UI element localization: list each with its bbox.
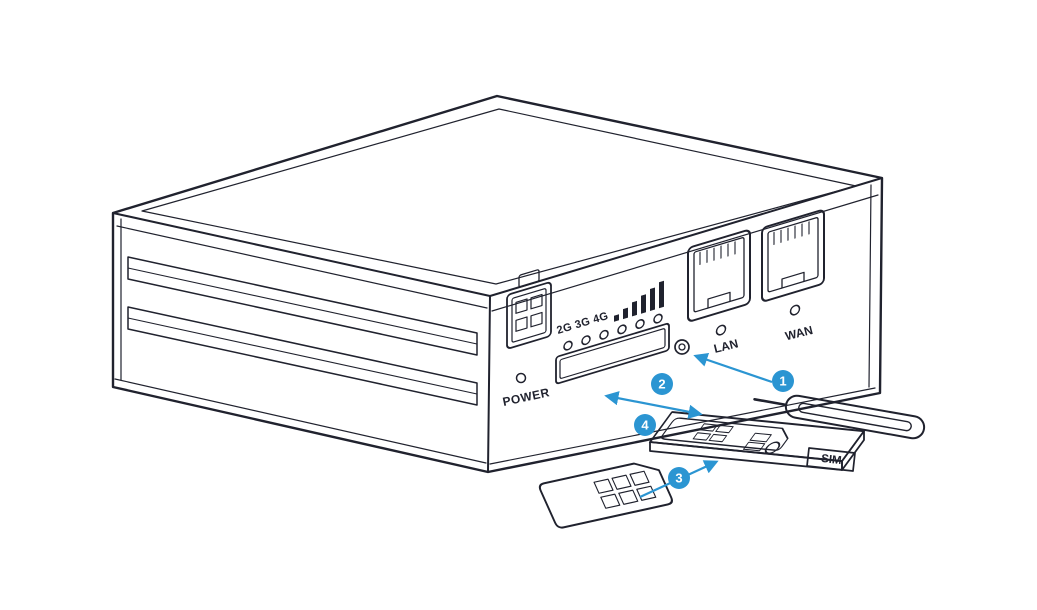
lan-port-inner bbox=[693, 237, 745, 313]
lan-led bbox=[715, 324, 727, 336]
sim-contact-pad bbox=[611, 474, 632, 490]
signal-led bbox=[581, 335, 591, 346]
sim-contact-pad bbox=[593, 478, 614, 494]
edge-top-left bbox=[112, 212, 491, 297]
sim-card bbox=[538, 462, 673, 529]
eject-hole bbox=[674, 339, 690, 355]
power-pin bbox=[515, 298, 528, 314]
lan-port bbox=[687, 229, 751, 336]
sim-tray-hole bbox=[764, 441, 781, 455]
step-4-number: 4 bbox=[641, 418, 649, 433]
eject-tool-pin bbox=[753, 397, 788, 407]
power-connector-inner bbox=[511, 288, 547, 343]
sim-card-outline bbox=[538, 462, 673, 529]
wan-led bbox=[789, 304, 801, 316]
step-1-badge bbox=[772, 370, 794, 392]
step-annotations: 1 2 3 4 bbox=[604, 352, 794, 498]
sim-tray-contact-window bbox=[749, 432, 772, 443]
vent-groove-line bbox=[127, 317, 478, 395]
arrow-tray-in-out bbox=[604, 391, 703, 419]
top-face-bevel bbox=[141, 108, 857, 285]
signal-bar bbox=[623, 307, 628, 320]
signal-bar bbox=[659, 280, 664, 309]
sim-tray-recess bbox=[661, 417, 789, 451]
signal-led bbox=[635, 319, 645, 329]
router-body bbox=[111, 94, 884, 474]
signal-bar bbox=[650, 287, 655, 311]
sim-contact-pad bbox=[629, 470, 650, 486]
eject-hole-inner bbox=[678, 343, 686, 351]
sim-tray: SIM bbox=[648, 411, 866, 472]
sim-card-contacts bbox=[593, 470, 657, 509]
front-bottom-chamfer bbox=[489, 387, 876, 465]
power-connector-outline bbox=[506, 281, 552, 349]
sim-tray-label: SIM bbox=[821, 453, 843, 467]
sim-tray-handle bbox=[806, 447, 856, 472]
sim-tray-contact-window bbox=[699, 423, 718, 432]
sim-contact-pad bbox=[600, 493, 621, 509]
signal-indicator bbox=[563, 280, 664, 351]
left-top-chamfer bbox=[116, 225, 488, 309]
sim-slot bbox=[555, 322, 670, 385]
signal-bar bbox=[632, 300, 637, 317]
vent-groove bbox=[127, 256, 478, 356]
step-3-badge bbox=[668, 467, 690, 489]
router-outline bbox=[111, 94, 884, 474]
signal-led bbox=[599, 329, 609, 340]
signal-led bbox=[653, 313, 663, 324]
signal-led bbox=[563, 340, 573, 351]
vent-groove bbox=[127, 306, 478, 406]
vent-groove-line bbox=[127, 267, 478, 345]
front-top-chamfer bbox=[491, 194, 879, 312]
wan-port-clip bbox=[781, 271, 805, 289]
sim-tray-contact-window bbox=[692, 432, 712, 441]
sim-tray-end-edge bbox=[841, 430, 865, 471]
power-pin bbox=[530, 311, 543, 328]
power-connector bbox=[506, 269, 552, 349]
side-vent-grooves bbox=[127, 256, 478, 406]
power-led bbox=[515, 372, 527, 384]
lan-port-pins bbox=[699, 241, 736, 265]
edge-top-front bbox=[489, 177, 883, 297]
wan-port bbox=[761, 209, 825, 316]
power-connector-latch bbox=[518, 269, 540, 288]
sim-tray-contact-window bbox=[715, 424, 734, 434]
sim-tray-contact-window bbox=[708, 433, 728, 443]
power-pin bbox=[530, 293, 543, 310]
power-pin bbox=[515, 316, 528, 332]
left-bottom-chamfer bbox=[114, 378, 487, 464]
sim-eject-tool bbox=[753, 394, 926, 440]
sim-tray-contact-window bbox=[742, 441, 766, 452]
lan-port-clip bbox=[707, 291, 731, 309]
signal-led bbox=[617, 324, 627, 335]
wan-port-pins bbox=[773, 221, 810, 245]
step-3-number: 3 bbox=[675, 471, 682, 486]
power-label: POWER bbox=[501, 385, 551, 409]
front-right-chamfer bbox=[868, 184, 872, 388]
edge-front-left bbox=[487, 295, 491, 473]
arrow-eject-pin-to-hole bbox=[693, 352, 773, 384]
step-4-badge bbox=[634, 414, 656, 436]
sim-slot-inner bbox=[559, 328, 666, 379]
sim-contact-pad bbox=[618, 489, 639, 505]
signal-bars-icon bbox=[614, 280, 664, 322]
signal-bar bbox=[614, 314, 619, 322]
lan-port-outline bbox=[687, 229, 751, 322]
wan-port-outline bbox=[761, 209, 825, 302]
step-2-badge bbox=[651, 373, 673, 395]
wan-label: WAN bbox=[784, 323, 815, 343]
eject-hole-outer bbox=[674, 339, 690, 355]
step-2-number: 2 bbox=[658, 377, 665, 392]
step-1-number: 1 bbox=[779, 374, 786, 389]
wan-port-inner bbox=[767, 217, 819, 293]
sim-slot-outline bbox=[555, 322, 670, 385]
signal-bar bbox=[641, 294, 646, 314]
eject-tool-loop-outer bbox=[784, 394, 926, 440]
eject-tool-loop-inner bbox=[798, 402, 912, 432]
lan-label: LAN bbox=[712, 336, 739, 356]
